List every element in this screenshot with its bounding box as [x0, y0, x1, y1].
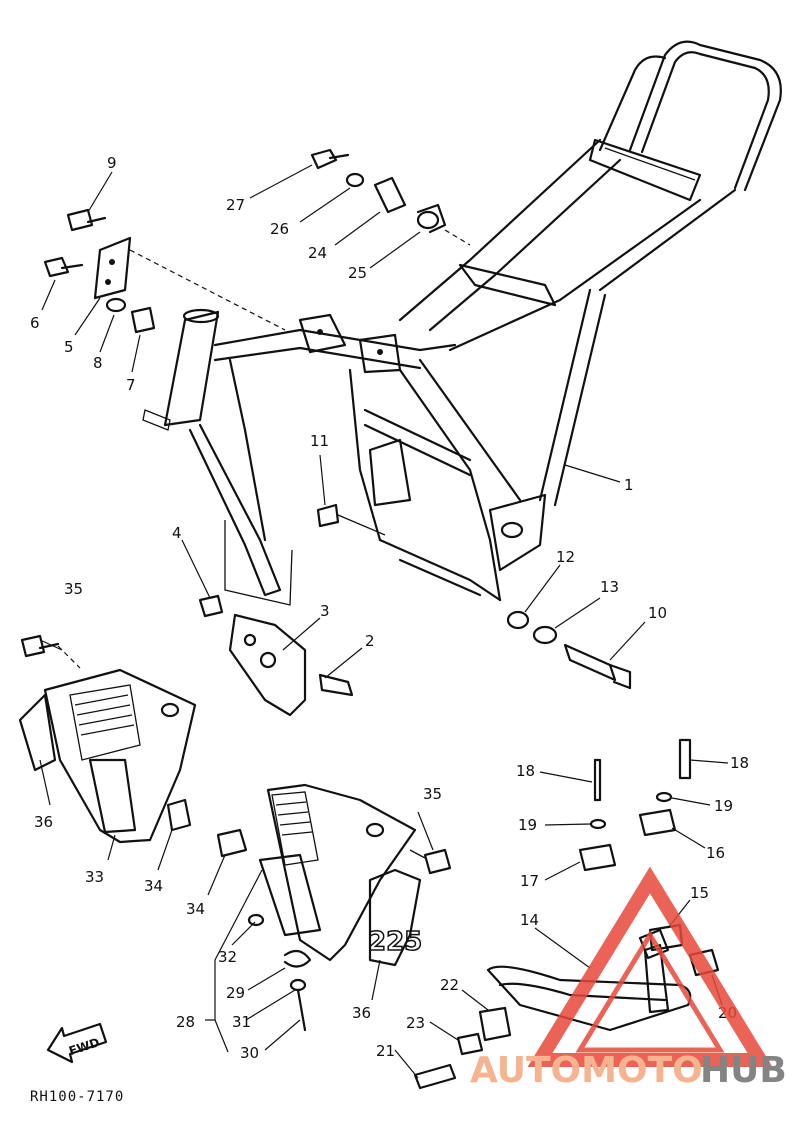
fwd-arrow: FWD [46, 1022, 108, 1064]
callout-4: 4 [172, 524, 182, 542]
engine-bracket [198, 520, 354, 717]
callout-13: 13 [600, 578, 619, 596]
callout-19a: 19 [518, 816, 537, 834]
drawing-code: RH100-7170 [30, 1089, 124, 1105]
left-side-cover [18, 634, 197, 844]
callout-21: 21 [376, 1042, 395, 1060]
callout-19b: 19 [714, 797, 733, 815]
callout-25: 25 [348, 264, 367, 282]
pivot-hardware [316, 503, 632, 690]
callout-34a: 34 [144, 877, 163, 895]
leader-lines [39, 164, 729, 1079]
callout-33: 33 [85, 868, 104, 886]
callout-labels: 1 2 3 4 5 6 7 8 9 10 11 12 13 14 15 16 1… [30, 154, 749, 1062]
callout-3: 3 [320, 602, 330, 620]
callout-31: 31 [232, 1013, 251, 1031]
callout-1: 1 [624, 476, 634, 494]
callout-30: 30 [240, 1044, 259, 1062]
rear-mount-hardware [310, 148, 471, 246]
callout-36b: 36 [352, 1004, 371, 1022]
callout-24: 24 [308, 244, 327, 262]
callout-27: 27 [226, 196, 245, 214]
lower-bolt-hardware [413, 1006, 512, 1090]
callout-6: 6 [30, 314, 40, 332]
fwd-label: FWD [67, 1035, 101, 1058]
watermark-logo: AUTOMOTO HUB [470, 866, 787, 1091]
callout-14: 14 [520, 911, 539, 929]
callout-28: 28 [176, 1013, 195, 1031]
callout-22: 22 [440, 976, 459, 994]
callout-10: 10 [648, 604, 667, 622]
callout-34b: 34 [186, 900, 205, 918]
callout-17: 17 [520, 872, 539, 890]
front-mount-hardware [43, 208, 286, 334]
callout-7: 7 [126, 376, 136, 394]
callout-26: 26 [270, 220, 289, 238]
callout-29: 29 [226, 984, 245, 1002]
callout-36a: 36 [34, 813, 53, 831]
callout-8: 8 [93, 354, 103, 372]
callout-23: 23 [406, 1014, 425, 1032]
callout-9: 9 [107, 154, 117, 172]
decal-text: 225 [368, 927, 422, 957]
callout-11: 11 [310, 432, 329, 450]
callout-32: 32 [218, 948, 237, 966]
callout-16: 16 [706, 844, 725, 862]
right-side-cover [216, 783, 452, 1032]
watermark-text-2: HUB [700, 1050, 787, 1091]
callout-35b: 35 [423, 785, 442, 803]
callout-5: 5 [64, 338, 74, 356]
main-frame [142, 40, 782, 602]
callout-18a: 18 [516, 762, 535, 780]
callout-18b: 18 [730, 754, 749, 772]
callout-2: 2 [365, 632, 375, 650]
callout-35a: 35 [64, 580, 83, 598]
callout-15: 15 [690, 884, 709, 902]
watermark-text-1: AUTOMOTO [470, 1050, 703, 1091]
decal: 225 [367, 868, 423, 967]
callout-12: 12 [556, 548, 575, 566]
